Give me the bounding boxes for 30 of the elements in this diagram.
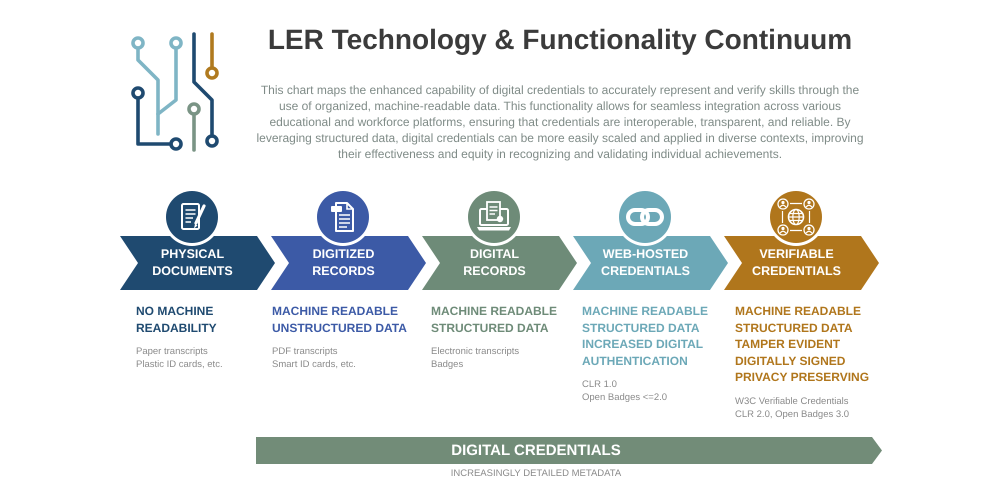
chevron-step (422, 236, 577, 290)
example-text: PDF transcripts (272, 345, 338, 358)
chevron-step (724, 236, 879, 290)
arrow-band (256, 437, 882, 464)
feature-heading: NO MACHINE READABILITY (136, 303, 218, 336)
step-label: VERIFIABLE CREDENTIALS (752, 246, 842, 280)
feature-heading: MACHINE READABLE STRUCTURED DATA TAMPER EVIDENT DIGITALLY SIGNED PRIVACY PRESERVING (735, 303, 870, 386)
feature-heading: MACHINE READABLE STRUCTURED DATA INCREASED DIGITAL AUTHENTICATION (582, 303, 709, 369)
example-text: Electronic transcripts (431, 345, 520, 358)
example-text: W3C Verifiable Credentials (735, 394, 849, 408)
example-text: CLR 2.0, Open Badges 3.0 (735, 408, 850, 420)
title: LER Technology & Functionality Continuum (268, 23, 852, 57)
example-text: CLR 1.0 (582, 378, 617, 391)
step-label: WEB-HOSTED CREDENTIALS (600, 246, 690, 280)
example-text: Smart ID cards, etc. (272, 358, 356, 371)
chevron-step (120, 236, 275, 290)
step-label: PHYSICAL DOCUMENTS (152, 246, 234, 280)
band-caption: INCREASINGLY DETAILED METADATA (450, 468, 622, 480)
intro-paragraph: This chart maps the enhanced capability of digital credentials to accurately represent and verify skills through the use of organized, machine-readable data. This functionality allows for seamless integration across various educational and workforce platforms, ensuring that credentials are interoperable, transparent, and reliable. By leveraging structured data, digital credentials can be more easily scaled and applied in diverse contexts, improving their effectiveness and equity in recognizing and validating individual achievements. (256, 82, 864, 162)
example-text: Paper transcripts (136, 345, 208, 358)
band-label: DIGITAL CREDENTIALS (451, 442, 621, 460)
example-text: Plastic ID cards, etc. (136, 358, 223, 371)
feature-heading: MACHINE READABLE UNSTRUCTURED DATA (272, 303, 408, 336)
step-label: DIGITIZED RECORDS (312, 246, 376, 280)
chevron-step (271, 236, 426, 290)
feature-heading: MACHINE READABLE STRUCTURED DATA (431, 303, 558, 336)
example-text: Badges (431, 358, 464, 371)
step-label: DIGITAL RECORDS (462, 246, 526, 280)
chevron-step (573, 236, 728, 290)
example-text: Open Badges <=2.0 (582, 391, 668, 404)
